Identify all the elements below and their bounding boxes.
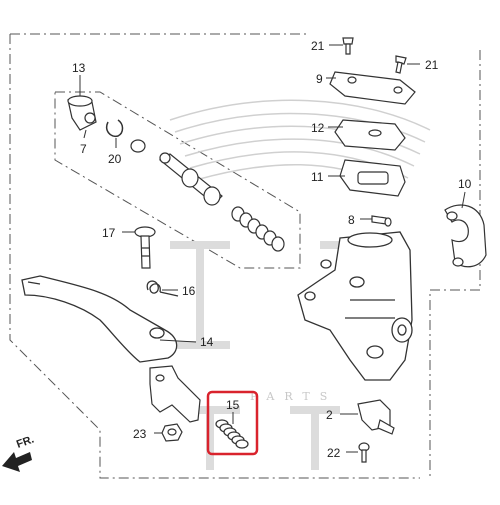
part-17-pivot-bolt[interactable]	[134, 226, 156, 269]
callout-2: 2	[326, 408, 333, 422]
part-22-screw[interactable]	[358, 442, 370, 463]
switch-bracket[interactable]	[149, 365, 201, 423]
part-8-screw[interactable]	[371, 215, 392, 227]
part-11-diaphragm[interactable]	[339, 159, 406, 197]
part-12-plate[interactable]	[334, 119, 406, 151]
callout-11: 11	[311, 170, 324, 184]
callout-13: 13	[72, 61, 86, 75]
part-23-nut[interactable]	[161, 423, 183, 442]
part-20-circlip[interactable]	[106, 119, 124, 138]
callout-23: 23	[133, 427, 147, 441]
callout-15: 15	[226, 398, 240, 412]
front-direction-label: FR.	[15, 433, 36, 450]
callout-12: 12	[311, 121, 325, 135]
front-direction-arrow	[2, 452, 32, 472]
callout-14: 14	[200, 335, 214, 349]
callout-17: 17	[102, 226, 116, 240]
part-10-holder[interactable]	[444, 204, 487, 268]
part-13-boot[interactable]	[67, 95, 97, 131]
part-21-bolt-b[interactable]	[395, 55, 407, 74]
piston-assembly[interactable]	[158, 152, 223, 206]
watermark-text: PARTS	[250, 390, 337, 403]
part-2-brake-switch[interactable]	[357, 399, 395, 435]
part-9-reservoir-cap[interactable]	[329, 71, 416, 105]
part-16-spring[interactable]	[146, 280, 179, 297]
callout-22: 22	[327, 446, 341, 460]
part-14-brake-lever[interactable]	[21, 275, 178, 363]
callout-21-right: 21	[425, 58, 439, 72]
washer	[130, 139, 146, 153]
master-cylinder-body[interactable]	[297, 231, 413, 381]
callout-16: 16	[182, 284, 196, 298]
callout-10: 10	[458, 177, 472, 191]
leader-lines	[79, 44, 466, 453]
diagram-frame	[9, 33, 481, 479]
part-15-spring[interactable]	[215, 419, 249, 449]
callout-20: 20	[108, 152, 122, 166]
spring-assembly[interactable]	[231, 206, 285, 252]
highlight-box-part-15	[206, 390, 259, 456]
callout-labels: 21 21 9 12 11 8 10 13 7 20 17 16 14 23 1…	[15, 39, 472, 460]
callout-7: 7	[80, 142, 87, 156]
callout-21-top: 21	[311, 39, 325, 53]
callout-9: 9	[316, 72, 323, 86]
callout-8: 8	[348, 213, 355, 227]
part-21-bolt-a[interactable]	[342, 37, 354, 55]
